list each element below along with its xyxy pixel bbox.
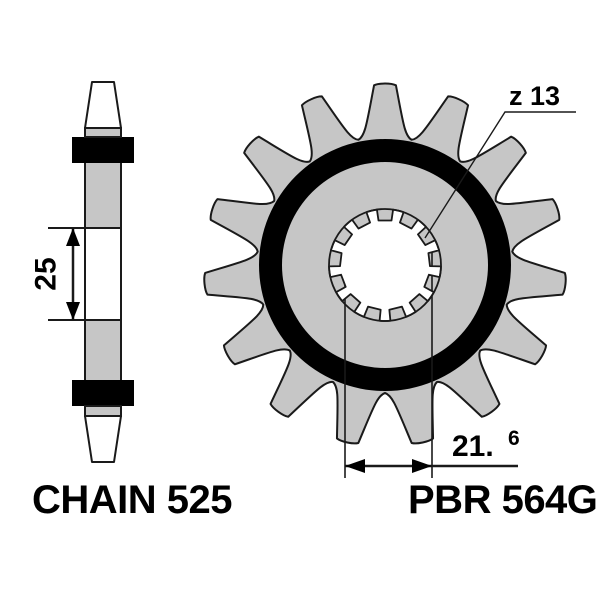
width-arrowhead-left (345, 459, 365, 473)
side-view-lower-tooth-taper (84, 415, 122, 463)
side-view-lower-flange (72, 380, 134, 406)
front-view-group (203, 82, 567, 478)
side-view-lower-hub-cap (84, 405, 122, 417)
teeth-callout-label: z 13 (509, 81, 560, 111)
teeth-callout-leader-line (424, 111, 576, 239)
side-view-upper-tooth-taper (84, 81, 122, 129)
width-dimension-decimal: 6 (508, 427, 520, 450)
spline-outer-boundary-circle (328, 208, 442, 322)
part-number-label: PBR 564G (408, 478, 597, 522)
thickness-arrowhead-bottom (66, 302, 80, 320)
side-view-upper-hub-cap (84, 127, 122, 138)
side-view-upper-flange (72, 137, 134, 163)
chain-spec-label: CHAIN 525 (32, 478, 232, 522)
thickness-dimension-label: 25 (30, 257, 63, 290)
thickness-dimension-group: 25 (30, 227, 88, 321)
teeth-callout-group: z 13 (424, 81, 576, 239)
thickness-arrowhead-top (66, 228, 80, 246)
width-dimension-label: 21. (452, 430, 494, 463)
side-view-group (72, 81, 134, 463)
side-view-center-relief-band (84, 227, 122, 321)
width-arrowhead-right (412, 459, 432, 473)
width-dimension-group: 21. 6 (345, 427, 520, 473)
